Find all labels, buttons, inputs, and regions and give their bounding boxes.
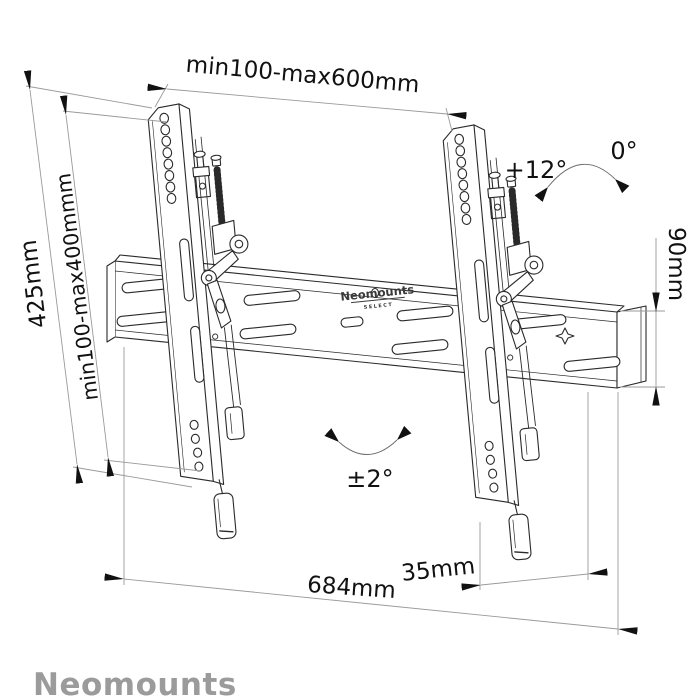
plate-series-text: SELECT: [363, 302, 393, 311]
dim-line: [147, 83, 467, 120]
center-oval-slot: [340, 316, 364, 328]
level-angle-annotation: ±2°: [324, 425, 412, 493]
dim-label-side-offset: 35mm: [400, 553, 476, 587]
tilt-angle-annotation: +12° 0°: [505, 137, 638, 202]
dim-rail-height: 90mm: [620, 227, 689, 406]
dim-line: [59, 95, 115, 477]
brand-logo: Neomounts: [33, 667, 237, 700]
extension-line: [103, 459, 202, 472]
extension-line: [25, 85, 153, 109]
dim-line: [104, 573, 638, 635]
center-hole: [370, 287, 380, 299]
dim-label-top-span: min100-max600mm: [185, 52, 421, 99]
plate-logo: Neomounts SELECT: [340, 282, 415, 311]
dim-total-width: 684mm: [104, 347, 638, 635]
level-arc: [324, 425, 412, 455]
dim-label-mounting-range: min100-max400mmm: [51, 172, 103, 402]
dim-line: [461, 568, 608, 591]
mounting-slot: [563, 356, 621, 372]
dim-label-rail-height: 90mm: [663, 227, 689, 301]
mounting-slot: [243, 290, 301, 306]
level-adjust-label: ±2°: [346, 465, 393, 493]
extension-line: [445, 107, 453, 132]
dim-label-total-width: 684mm: [306, 572, 396, 604]
tilt-max-label: +12°: [505, 156, 568, 184]
dim-label-bracket-height: 425mm: [16, 238, 53, 329]
wall-plate-left-cap: [106, 260, 116, 343]
tilt-arc: [534, 163, 630, 202]
mounting-slot: [396, 305, 454, 322]
mounting-slot: [239, 323, 297, 340]
wall-plate-right-cap: [616, 305, 647, 389]
mounting-slot: [391, 339, 449, 355]
plate-logo-underline: [350, 296, 405, 304]
alignment-cutout: [555, 327, 575, 345]
extension-line: [72, 466, 193, 488]
extension-line: [154, 83, 169, 108]
dim-top-span: min100-max600mm: [147, 52, 467, 132]
tilt-zero-label: 0°: [610, 137, 637, 165]
